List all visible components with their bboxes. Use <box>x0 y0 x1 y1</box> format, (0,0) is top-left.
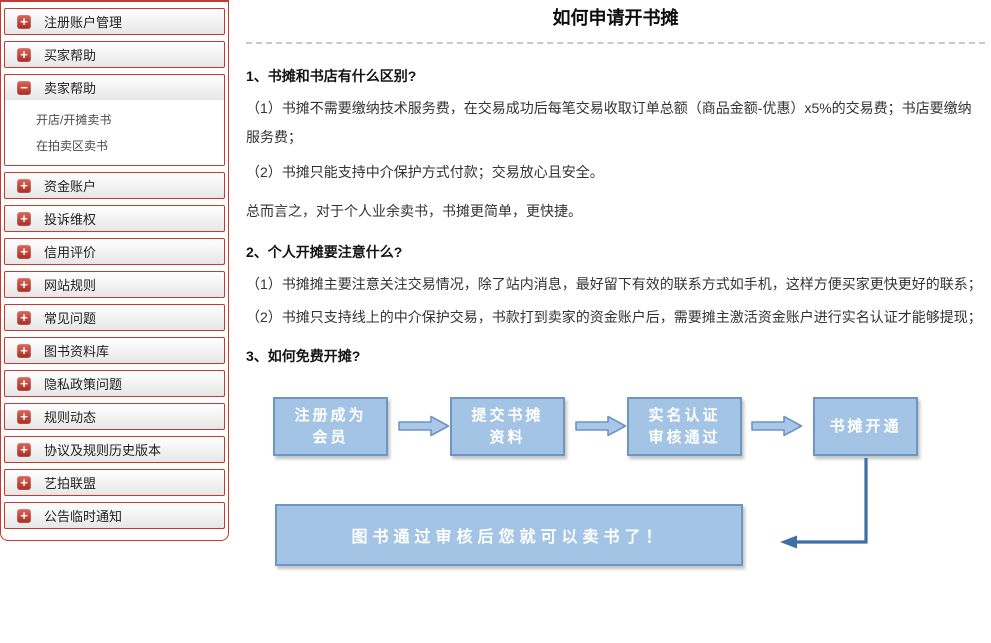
sidebar-item-faq[interactable]: + 常见问题 <box>4 304 225 331</box>
flow-step-submit-info: 提交书摊 资料 <box>450 397 565 456</box>
collapse-minus-icon[interactable]: − <box>17 80 31 95</box>
sidebar-item-label: 艺拍联盟 <box>44 476 97 491</box>
expand-plus-icon[interactable]: + <box>17 409 31 424</box>
sidebar-subitem-auction-sell[interactable]: 在拍卖区卖书 <box>36 139 109 153</box>
sidebar-item-label: 注册账户管理 <box>44 15 123 30</box>
paragraph: （1）书摊摊主要注意关注交易情况，除了站内消息，最好留下有效的联系方式如手机，这… <box>246 276 982 292</box>
paragraph: （2）书摊只能支持中介保护方式付款；交易放心且安全。 <box>246 164 604 180</box>
paragraph: （1）书摊不需要缴纳技术服务费，在交易成功后每笔交易收取订单总额（商品金额-优惠… <box>246 100 972 145</box>
expand-plus-icon[interactable]: + <box>17 211 31 226</box>
sidebar-item-label: 信用评价 <box>44 245 97 260</box>
expand-plus-icon[interactable]: + <box>17 475 31 490</box>
help-category-sidebar: + 注册账户管理 + 买家帮助 − 卖家帮助 开店/开摊卖书 在拍卖区卖书 + … <box>0 0 229 541</box>
sidebar-item-privacy-policy[interactable]: + 隐私政策问题 <box>4 370 225 397</box>
expand-plus-icon[interactable]: + <box>17 310 31 325</box>
flow-step-real-name-verify: 实名认证 审核通过 <box>627 397 742 456</box>
sidebar-item-funds-account[interactable]: + 资金账户 <box>4 172 225 199</box>
paragraph: 总而言之，对于个人业余卖书，书摊更简单，更快捷。 <box>246 203 582 219</box>
right-arrow-icon <box>751 415 803 437</box>
sidebar-item-announcements[interactable]: + 公告临时通知 <box>4 502 225 529</box>
sidebar-item-complaints[interactable]: + 投诉维权 <box>4 205 225 232</box>
sidebar-item-label: 公告临时通知 <box>44 509 123 524</box>
help-article: 如何申请开书摊 1、书摊和书店有什么区别? （1）书摊不需要缴纳技术服务费，在交… <box>246 0 985 584</box>
sidebar-item-rule-updates[interactable]: + 规则动态 <box>4 403 225 430</box>
sidebar-item-label: 资金账户 <box>44 179 97 194</box>
sidebar-item-credit-rating[interactable]: + 信用评价 <box>4 238 225 265</box>
sidebar-item-account-management[interactable]: + 注册账户管理 <box>4 8 225 35</box>
expand-plus-icon[interactable]: + <box>17 442 31 457</box>
section-heading-3: 3、如何免费开摊? <box>246 348 361 364</box>
sidebar-item-label: 规则动态 <box>44 410 97 425</box>
sidebar-item-label: 卖家帮助 <box>44 81 97 96</box>
section-heading-2: 2、个人开摊要注意什么? <box>246 244 403 260</box>
sidebar-item-label: 常见问题 <box>44 311 97 326</box>
sidebar-item-seller-help[interactable]: − 卖家帮助 <box>4 74 225 101</box>
expand-plus-icon[interactable]: + <box>17 14 31 29</box>
seller-help-submenu: 开店/开摊卖书 在拍卖区卖书 <box>5 100 224 165</box>
sidebar-item-label: 买家帮助 <box>44 48 97 63</box>
sidebar-item-art-auction-alliance[interactable]: + 艺拍联盟 <box>4 469 225 496</box>
flow-step-register: 注册成为 会员 <box>273 397 388 456</box>
flow-result-box: 图书通过审核后您就可以卖书了！ <box>275 504 743 566</box>
section-heading-1: 1、书摊和书店有什么区别? <box>246 68 417 84</box>
paragraph: （2）书摊只支持线上的中介保护交易，书款打到卖家的资金账户后，需要摊主激活资金账… <box>246 309 982 325</box>
expand-plus-icon[interactable]: + <box>17 178 31 193</box>
open-stall-flow-diagram: 注册成为 会员 提交书摊 资料 实名认证 审核通过 书摊开通 图书通过审核后您就… <box>246 384 985 584</box>
expand-plus-icon[interactable]: + <box>17 277 31 292</box>
sidebar-item-label: 图书资料库 <box>44 344 110 359</box>
sidebar-item-site-rules[interactable]: + 网站规则 <box>4 271 225 298</box>
dashed-divider <box>246 42 985 44</box>
expand-plus-icon[interactable]: + <box>17 508 31 523</box>
flow-step-stall-opened: 书摊开通 <box>813 397 918 456</box>
expand-plus-icon[interactable]: + <box>17 47 31 62</box>
sidebar-group-seller-help: − 卖家帮助 开店/开摊卖书 在拍卖区卖书 <box>4 74 225 166</box>
expand-plus-icon[interactable]: + <box>17 244 31 259</box>
right-arrow-icon <box>575 415 627 437</box>
expand-plus-icon[interactable]: + <box>17 343 31 358</box>
sidebar-item-label: 投诉维权 <box>44 212 97 227</box>
expand-plus-icon[interactable]: + <box>17 376 31 391</box>
sidebar-item-agreement-history[interactable]: + 协议及规则历史版本 <box>4 436 225 463</box>
sidebar-item-buyer-help[interactable]: + 买家帮助 <box>4 41 225 68</box>
sidebar-subitem-open-stall[interactable]: 开店/开摊卖书 <box>36 113 112 127</box>
page-title: 如何申请开书摊 <box>552 8 679 28</box>
sidebar-item-book-database[interactable]: + 图书资料库 <box>4 337 225 364</box>
sidebar-item-label: 隐私政策问题 <box>44 377 123 392</box>
sidebar-item-label: 网站规则 <box>44 278 97 293</box>
sidebar-item-label: 协议及规则历史版本 <box>44 443 162 458</box>
right-arrow-icon <box>398 415 450 437</box>
